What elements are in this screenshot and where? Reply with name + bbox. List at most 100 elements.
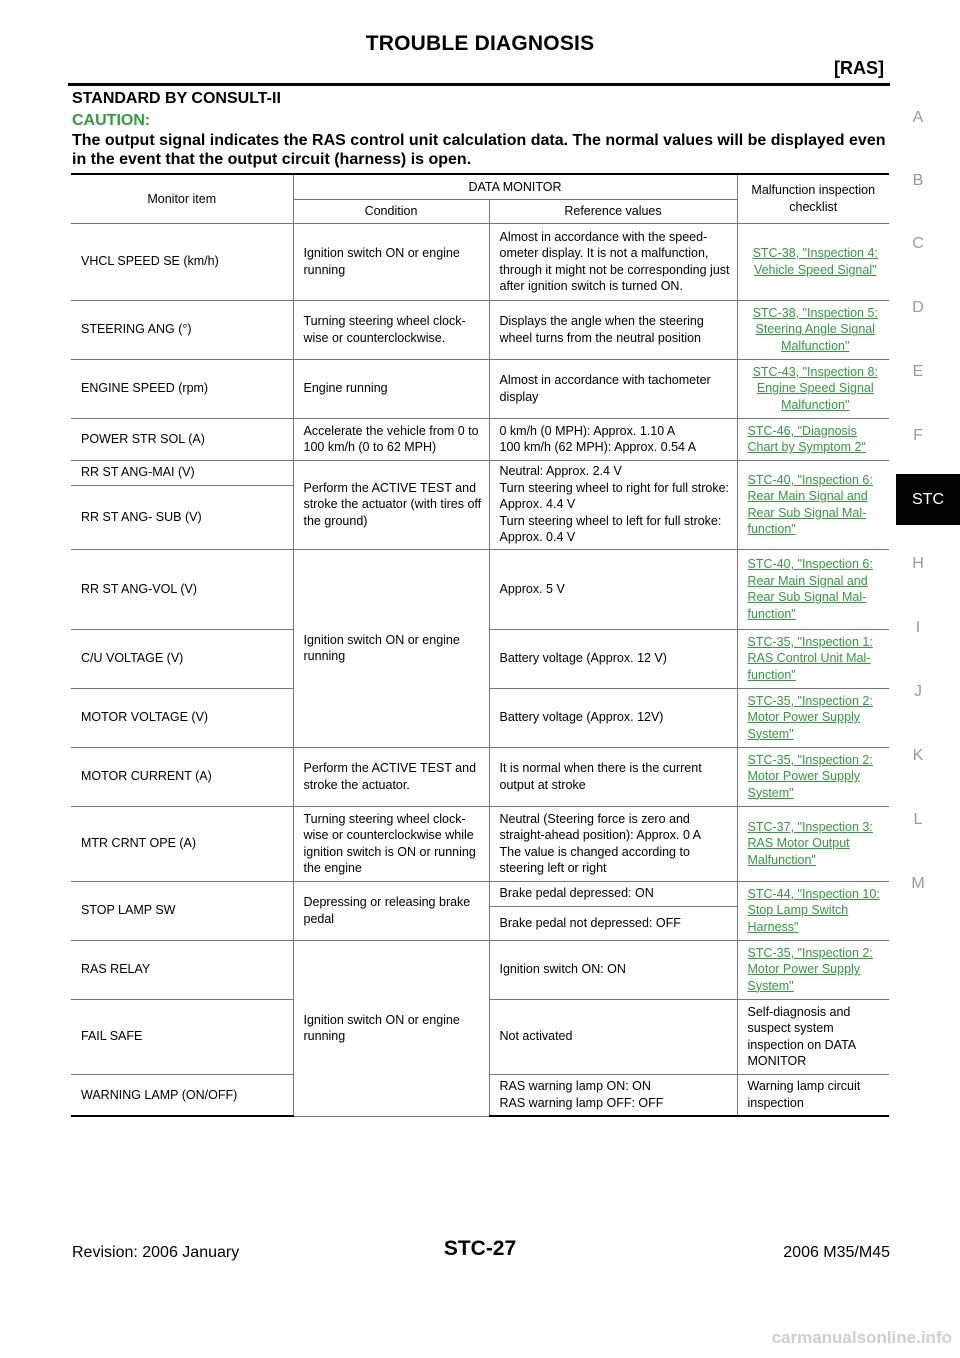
reference-cell: It is normal when there is the current o…: [488, 747, 737, 807]
side-index-f[interactable]: F: [913, 427, 923, 444]
footer-model: 2006 M35/M45: [783, 1244, 890, 1261]
table-row: RR ST ANG-MAI (V) Perform the ACTIVE TES…: [71, 460, 889, 550]
reference-cell: Approx. 5 V: [488, 549, 737, 630]
side-index-l[interactable]: L: [913, 811, 923, 828]
checklist-cell: STC-43, "Inspection 8: Engine Speed Sign…: [736, 359, 889, 419]
condition-cell: Ignition switch ON or engine running: [292, 549, 489, 748]
checklist-cell: STC-35, "Inspection 2: Motor Power Suppl…: [736, 747, 889, 807]
inspection-link[interactable]: STC-40, "Inspection 6: Rear Main Signal …: [747, 472, 873, 537]
monitor-item: WARNING LAMP (ON/OFF): [71, 1074, 293, 1117]
checklist-cell: Warning lamp circuit inspection: [736, 1074, 889, 1117]
reference-cell: Neutral: Approx. 2.4 V Turn steering whe…: [488, 460, 737, 550]
inspection-link[interactable]: STC-37, "Inspection 3: RAS Motor Output …: [747, 819, 873, 867]
table-row: MOTOR CURRENT (A) Perform the ACTIVE TES…: [71, 747, 889, 807]
checklist-cell: STC-35, "Inspection 2: Motor Power Suppl…: [736, 688, 889, 748]
section-title: STANDARD BY CONSULT-II: [72, 90, 281, 107]
reference-cell: Battery voltage (Approx. 12V): [488, 688, 737, 748]
table-row: STEERING ANG (°) Turning steering wheel …: [71, 300, 889, 360]
monitor-item: RR ST ANG- SUB (V): [71, 485, 293, 550]
inspection-link[interactable]: STC-43, "Inspection 8: Engine Speed Sign…: [752, 364, 878, 412]
reference-cell: Brake pedal not depressed: OFF: [488, 906, 737, 941]
reference-cell: Neutral (Steering force is zero and stra…: [488, 806, 737, 882]
inspection-link[interactable]: STC-35, "Inspection 2: Motor Power Suppl…: [747, 693, 873, 741]
side-index-e[interactable]: E: [912, 363, 924, 380]
table-row: POWER STR SOL (A) Accelerate the vehicle…: [71, 418, 889, 461]
condition-cell: Engine running: [292, 359, 489, 419]
condition-cell: Ignition switch ON or engine running: [292, 223, 489, 301]
checklist-cell: STC-46, "Diagnosis Chart by Symptom 2": [736, 418, 889, 461]
monitor-item: VHCL SPEED SE (km/h): [71, 223, 293, 301]
side-index-j[interactable]: J: [914, 683, 922, 700]
condition-cell: Turning steering wheel clock-wise or cou…: [292, 806, 489, 882]
reference-cell: Battery voltage (Approx. 12 V): [488, 629, 737, 689]
side-index-k[interactable]: K: [912, 747, 924, 764]
inspection-link[interactable]: STC-40, "Inspection 6: Rear Main Signal …: [747, 557, 873, 621]
inspection-link[interactable]: STC-35, "Inspection 1: RAS Control Unit …: [747, 634, 873, 682]
inspection-link[interactable]: STC-44, "Inspection 10: Stop Lamp Switch…: [747, 886, 880, 934]
monitor-item: POWER STR SOL (A): [71, 418, 293, 461]
table-header-row: Monitor item DATA MONITOR Malfunction in…: [71, 173, 889, 224]
side-index-d[interactable]: D: [912, 299, 924, 316]
side-index-a[interactable]: A: [912, 109, 924, 126]
side-index-m[interactable]: M: [911, 875, 925, 892]
inspection-link[interactable]: STC-35, "Inspection 2: Motor Power Suppl…: [747, 752, 873, 800]
checklist-cell: STC-38, "Inspection 5: Steering Angle Si…: [736, 300, 889, 360]
table-row: RAS RELAY Ignition switch ON or engine r…: [71, 940, 889, 1117]
checklist-cell: STC-40, "Inspection 6: Rear Main Signal …: [736, 549, 889, 630]
side-index-active-tab[interactable]: STC: [896, 474, 960, 525]
monitor-item: MTR CRNT OPE (A): [71, 806, 293, 882]
condition-cell: Ignition switch ON or engine running: [292, 940, 489, 1117]
checklist-cell: STC-35, "Inspection 1: RAS Control Unit …: [736, 629, 889, 689]
inspection-link[interactable]: STC-35, "Inspection 2: Motor Power Suppl…: [747, 945, 873, 993]
monitor-item: RAS RELAY: [71, 940, 293, 1000]
side-index-c[interactable]: C: [912, 235, 924, 252]
checklist-cell: STC-40, "Inspection 6: Rear Main Signal …: [736, 460, 889, 550]
condition-cell: Perform the ACTIVE TEST and stroke the a…: [292, 747, 489, 807]
watermark: carmanualsonline.info: [771, 1328, 952, 1347]
header-reference-values: Reference values: [488, 199, 737, 224]
monitor-item: C/U VOLTAGE (V): [71, 629, 293, 689]
checklist-cell: STC-37, "Inspection 3: RAS Motor Output …: [736, 806, 889, 882]
table-row: VHCL SPEED SE (km/h) Ignition switch ON …: [71, 223, 889, 301]
monitor-item: FAIL SAFE: [71, 999, 293, 1075]
monitor-item: RR ST ANG-MAI (V): [71, 460, 293, 486]
table-row: MTR CRNT OPE (A) Turning steering wheel …: [71, 806, 889, 882]
table-row: FAIL SAFE Not activated Self-diagnosis a…: [71, 999, 889, 1075]
reference-cell: Not activated: [488, 999, 737, 1075]
monitor-item: STOP LAMP SW: [71, 881, 293, 941]
checklist-cell: STC-44, "Inspection 10: Stop Lamp Switch…: [736, 881, 889, 941]
condition-cell: Accelerate the vehicle from 0 to 100 km/…: [292, 418, 489, 461]
condition-cell: Depressing or releasing brake pedal: [292, 881, 489, 941]
inspection-link[interactable]: STC-38, "Inspection 4: Vehicle Speed Sig…: [752, 246, 878, 277]
reference-cell: Almost in accordance with the speed-omet…: [488, 223, 737, 301]
page-subtitle: [RAS]: [834, 58, 884, 78]
monitor-item: RR ST ANG-VOL (V): [71, 549, 293, 630]
side-index-h[interactable]: H: [912, 555, 924, 572]
table-row: RR ST ANG-VOL (V) Ignition switch ON or …: [71, 549, 889, 748]
header-monitor-item: Monitor item: [71, 173, 293, 224]
header-rule: [68, 83, 890, 86]
table-row: RR ST ANG- SUB (V): [71, 485, 889, 550]
table-row: C/U VOLTAGE (V) Battery voltage (Approx.…: [71, 629, 889, 689]
side-index-b[interactable]: B: [912, 172, 924, 189]
table-row: MOTOR VOLTAGE (V) Battery voltage (Appro…: [71, 688, 889, 748]
reference-cell: RAS warning lamp ON: ON RAS warning lamp…: [488, 1074, 737, 1117]
reference-cell: Ignition switch ON: ON: [488, 940, 737, 1000]
checklist-cell: STC-35, "Inspection 2: Motor Power Suppl…: [736, 940, 889, 1000]
table-subheader-row: Condition Reference values: [71, 199, 889, 224]
monitor-item: ENGINE SPEED (rpm): [71, 359, 293, 419]
inspection-link[interactable]: STC-46, "Diagnosis Chart by Symptom 2": [747, 423, 866, 455]
table-row: STOP LAMP SW Depressing or releasing bra…: [71, 881, 889, 941]
monitor-item: MOTOR CURRENT (A): [71, 747, 293, 807]
inspection-link[interactable]: STC-38, "Inspection 5: Steering Angle Si…: [752, 305, 878, 353]
header-data-monitor: DATA MONITOR: [292, 173, 737, 200]
caution-label: CAUTION:: [72, 112, 151, 129]
reference-cell: Brake pedal depressed: ON: [488, 881, 737, 907]
side-index-i[interactable]: I: [915, 619, 921, 636]
page-title: TROUBLE DIAGNOSIS: [365, 32, 595, 55]
caution-text: The output signal indicates the RAS cont…: [72, 132, 886, 168]
reference-cell: 0 km/h (0 MPH): Approx. 1.10 A 100 km/h …: [488, 418, 737, 461]
checklist-cell: STC-38, "Inspection 4: Vehicle Speed Sig…: [736, 223, 889, 301]
table-row: Brake pedal not depressed: OFF: [71, 906, 889, 941]
monitor-item: STEERING ANG (°): [71, 300, 293, 360]
